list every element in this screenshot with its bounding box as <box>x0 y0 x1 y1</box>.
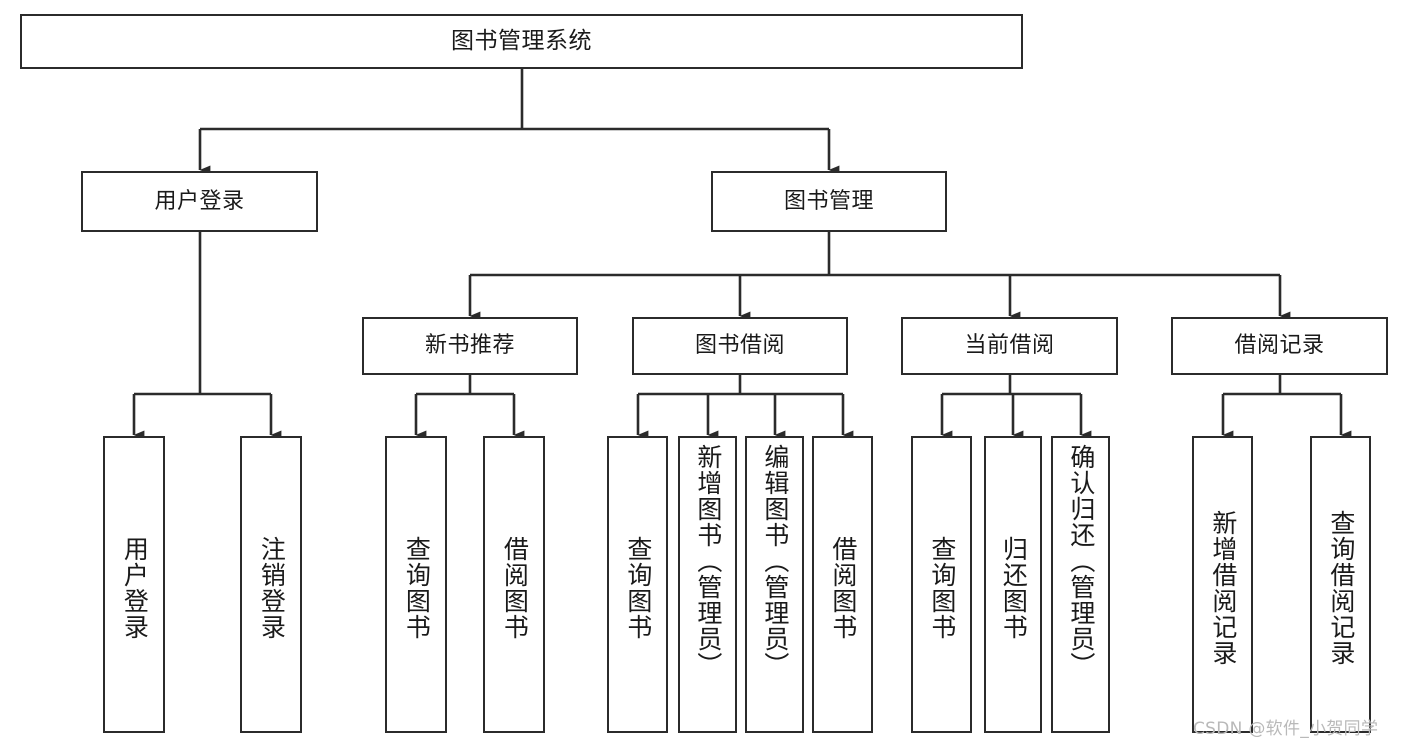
node-borrow-record[interactable]: 借阅记录 <box>1171 317 1388 375</box>
node-root[interactable]: 图书管理系统 <box>20 14 1023 69</box>
node-book-borrow[interactable]: 图书借阅 <box>632 317 848 375</box>
node-leaf-return-book[interactable]: 归还图书 <box>984 436 1042 733</box>
node-leaf-query-book-2[interactable]: 查询图书 <box>607 436 668 733</box>
node-label-book-borrow: 图书借阅 <box>694 333 785 359</box>
node-label-leaf-query-record: 查询借阅记录 <box>1326 509 1356 666</box>
node-leaf-query-book-3[interactable]: 查询图书 <box>911 436 972 733</box>
node-label-borrow-record: 借阅记录 <box>1234 333 1325 359</box>
node-label-leaf-borrow-book-1: 借阅图书 <box>500 535 530 640</box>
node-label-new-book-rec: 新书推荐 <box>424 333 515 359</box>
csdn-watermark: CSDN @软件_小贺同学 <box>1193 719 1379 739</box>
node-leaf-user-login[interactable]: 用户登录 <box>103 436 165 733</box>
node-leaf-query-book-1[interactable]: 查询图书 <box>385 436 447 733</box>
node-label-leaf-query-book-2: 查询图书 <box>623 535 653 640</box>
node-new-book-rec[interactable]: 新书推荐 <box>362 317 578 375</box>
node-current-borrow[interactable]: 当前借阅 <box>901 317 1118 375</box>
node-label-root: 图书管理系统 <box>451 27 592 54</box>
node-label-leaf-return-book: 归还图书 <box>999 535 1029 640</box>
node-leaf-confirm-return[interactable]: 确认归还（管理员） <box>1051 436 1110 733</box>
node-label-leaf-edit-book: 编辑图书（管理员） <box>760 444 790 678</box>
node-leaf-logout[interactable]: 注销登录 <box>240 436 302 733</box>
node-leaf-borrow-book-1[interactable]: 借阅图书 <box>483 436 545 733</box>
node-label-leaf-query-book-3: 查询图书 <box>927 535 957 640</box>
node-label-book-manage: 图书管理 <box>783 188 874 214</box>
node-label-leaf-query-book-1: 查询图书 <box>402 535 432 640</box>
node-leaf-edit-book[interactable]: 编辑图书（管理员） <box>745 436 804 733</box>
node-book-manage[interactable]: 图书管理 <box>711 171 947 232</box>
node-leaf-add-record[interactable]: 新增借阅记录 <box>1192 436 1253 733</box>
node-label-current-borrow: 当前借阅 <box>964 333 1055 359</box>
connector-paths <box>132 69 1352 440</box>
node-leaf-query-record[interactable]: 查询借阅记录 <box>1310 436 1371 733</box>
node-label-leaf-user-login: 用户登录 <box>120 535 150 640</box>
node-user-login[interactable]: 用户登录 <box>81 171 318 232</box>
node-label-leaf-confirm-return: 确认归还（管理员） <box>1066 444 1096 678</box>
node-label-leaf-borrow-book-2: 借阅图书 <box>828 535 858 640</box>
node-label-leaf-add-record: 新增借阅记录 <box>1208 509 1238 666</box>
node-leaf-add-book[interactable]: 新增图书（管理员） <box>678 436 737 733</box>
node-leaf-borrow-book-2[interactable]: 借阅图书 <box>812 436 873 733</box>
node-label-leaf-logout: 注销登录 <box>257 535 287 640</box>
node-label-user-login: 用户登录 <box>154 188 245 214</box>
node-label-leaf-add-book: 新增图书（管理员） <box>693 444 723 678</box>
